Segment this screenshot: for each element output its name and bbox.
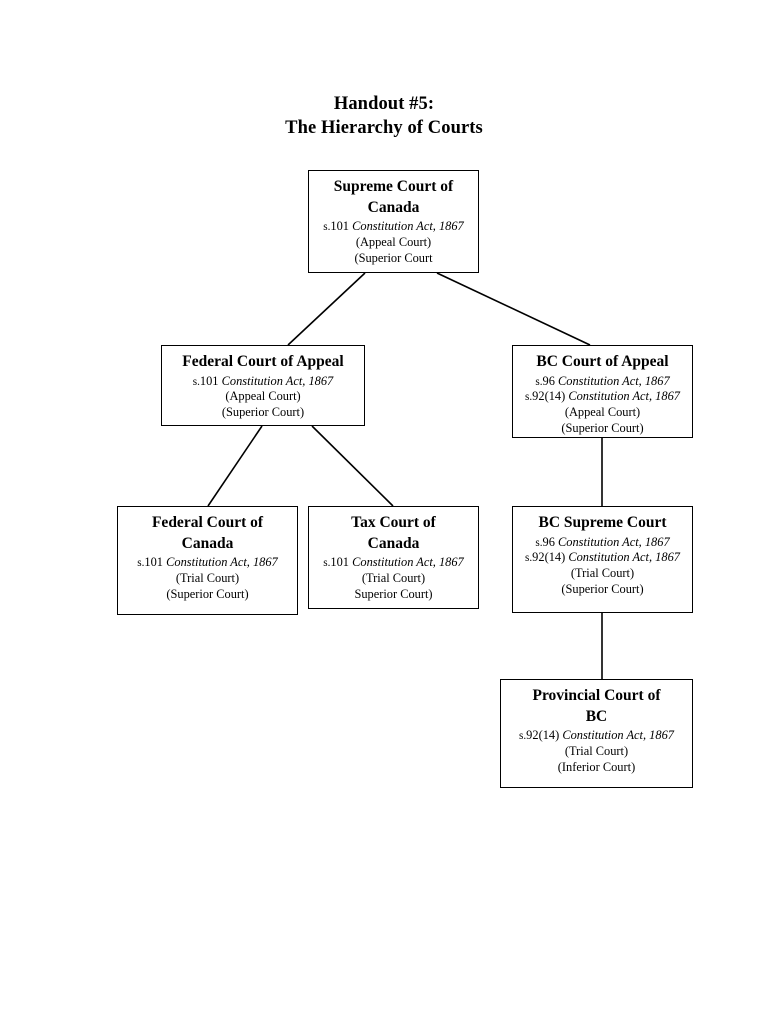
court-statute-2: s.92(14) Constitution Act, 1867 [513, 389, 692, 405]
court-statute-1: s.101 Constitution Act, 1867 [309, 555, 478, 571]
statute-number: 96 [542, 534, 555, 549]
court-statute-2: s.92(14) Constitution Act, 1867 [513, 550, 692, 566]
court-box-federal-court-of-appeal[interactable]: Federal Court of Appeal s.101 Constituti… [161, 345, 365, 426]
statute-section-prefix: s. [535, 375, 543, 388]
statute-number: 92(14) [532, 550, 566, 565]
court-box-bc-court-of-appeal[interactable]: BC Court of Appeal s.96 Constitution Act… [512, 345, 693, 438]
court-attribute-2: (Superior Court) [561, 421, 644, 436]
court-name-line-1: Supreme Court of [333, 178, 454, 195]
court-statute-1: s.101 Constitution Act, 1867 [309, 219, 478, 235]
court-name-line-1: BC Supreme Court [538, 514, 667, 531]
court-attribute-1: (Appeal Court) [355, 235, 432, 250]
statute-act: Constitution Act, 1867 [568, 550, 680, 565]
court-name-line-1: BC Court of Appeal [536, 353, 669, 370]
statute-section-prefix: s. [535, 536, 543, 549]
court-name-line-1: Federal Court of [151, 514, 264, 531]
statute-number: 96 [542, 373, 555, 388]
court-name-line-2: Canada [181, 534, 234, 552]
title-line-1: Handout #5: [333, 94, 435, 114]
court-attribute-2: Superior Court) [354, 586, 433, 601]
court-name-line-2: Canada [367, 534, 420, 552]
statute-section-prefix: s. [323, 557, 331, 570]
statute-act: Constitution Act, 1867 [568, 389, 680, 404]
statute-act: Constitution Act, 1867 [166, 555, 278, 570]
statute-act: Constitution Act, 1867 [558, 534, 670, 549]
court-name-line-2: BC [585, 707, 608, 725]
court-name-line-2: Canada [367, 198, 420, 216]
edge-scc-fca [287, 272, 366, 346]
statute-section-prefix: s. [525, 391, 533, 404]
statute-act: Constitution Act, 1867 [352, 555, 464, 570]
statute-section-prefix: s. [525, 552, 533, 565]
statute-section-prefix: s. [192, 375, 200, 388]
court-statute-1: s.92(14) Constitution Act, 1867 [501, 728, 692, 744]
court-attribute-1: (Trial Court) [570, 566, 635, 581]
court-box-tax-court-of-canada[interactable]: Tax Court of Canada s.101 Constitution A… [308, 506, 479, 609]
statute-number: 101 [330, 555, 349, 570]
statute-section-prefix: s. [519, 730, 527, 743]
edge-fca-fcc [207, 425, 263, 507]
court-name-line-1: Provincial Court of [532, 687, 661, 704]
page-title: Handout #5: The Hierarchy of Courts [0, 92, 768, 141]
court-attribute-2: (Superior Court [354, 250, 433, 265]
court-attribute-1: (Appeal Court) [225, 389, 301, 404]
court-box-supreme-court-of-canada[interactable]: Supreme Court of Canada s.101 Constituti… [308, 170, 479, 273]
statute-number: 101 [199, 373, 219, 388]
court-attribute-2: (Superior Court) [221, 405, 305, 420]
statute-number: 92(14) [532, 389, 566, 404]
statute-act: Constitution Act, 1867 [352, 219, 464, 234]
statute-number: 92(14) [526, 728, 560, 743]
court-box-bc-supreme-court[interactable]: BC Supreme Court s.96 Constitution Act, … [512, 506, 693, 613]
court-attribute-1: (Appeal Court) [564, 405, 641, 420]
court-attribute-1: (Trial Court) [564, 744, 629, 759]
statute-section-prefix: s. [323, 221, 331, 234]
statute-act: Constitution Act, 1867 [558, 373, 670, 388]
edge-fca-tcc [311, 425, 394, 507]
court-statute-1: s.96 Constitution Act, 1867 [513, 374, 692, 390]
court-box-provincial-court-of-bc[interactable]: Provincial Court of BC s.92(14) Constitu… [500, 679, 693, 788]
statute-act: Constitution Act, 1867 [221, 373, 334, 388]
statute-section-prefix: s. [137, 557, 145, 570]
court-statute-1: s.101 Constitution Act, 1867 [162, 374, 364, 390]
court-attribute-1: (Trial Court) [361, 571, 426, 586]
court-attribute-2: (Inferior Court) [557, 759, 636, 774]
statute-number: 101 [330, 219, 349, 234]
court-attribute-2: (Superior Court) [166, 586, 249, 601]
edge-scc-bcca [436, 272, 591, 346]
court-name-line-1: Federal Court of Appeal [182, 353, 344, 370]
court-name-line-1: Tax Court of [351, 514, 436, 531]
court-statute-1: s.101 Constitution Act, 1867 [118, 555, 297, 571]
court-statute-1: s.96 Constitution Act, 1867 [513, 535, 692, 551]
title-line-2: The Hierarchy of Courts [285, 118, 483, 139]
court-box-federal-court-of-canada[interactable]: Federal Court of Canada s.101 Constituti… [117, 506, 298, 615]
statute-number: 101 [144, 555, 163, 570]
statute-act: Constitution Act, 1867 [562, 728, 674, 743]
court-attribute-1: (Trial Court) [175, 571, 240, 586]
court-attribute-2: (Superior Court) [561, 582, 644, 597]
